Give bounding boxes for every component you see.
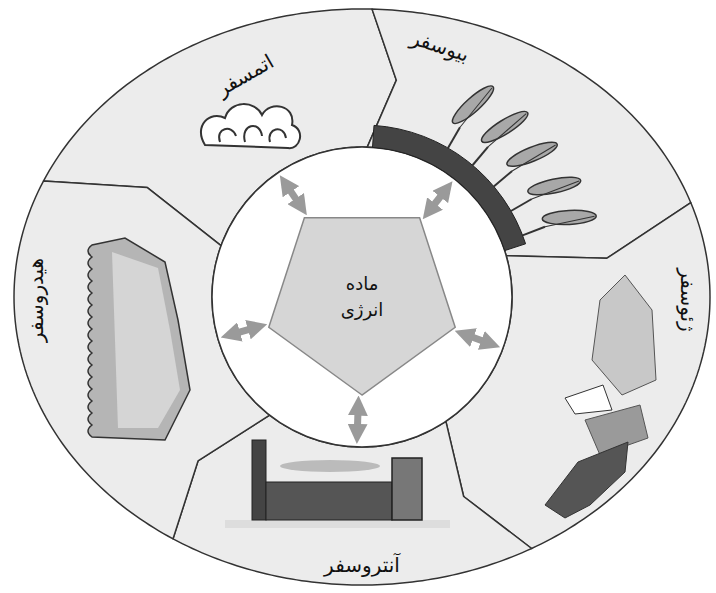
rock-layer [545,442,628,518]
leaf-rib [460,84,492,131]
sphere-label: هیدروسفر [21,252,51,348]
wheat-leaves [435,73,601,249]
leaf-stalk [448,127,460,148]
rock-layer [565,385,612,414]
sphere-ring [14,9,710,585]
sphere-name: آنتروسفر [323,552,401,578]
leaf-rib [532,174,579,206]
factory-icon [225,440,450,528]
cloud-icon [201,104,300,148]
double-arrow [468,336,487,343]
factory-hall [266,482,392,520]
sphere-name: هیدروسفر [23,257,49,343]
leaf-rib [545,209,595,234]
wheat-leaf [517,193,600,249]
water-surface [112,252,180,428]
double-arrow [234,328,254,334]
leaf-blade [448,81,497,128]
cloud-curl [244,126,262,142]
pentagon-outline [269,218,455,395]
sphere-name: ژئوسفر [675,268,701,333]
leaf-stalk [494,171,512,186]
double-arrow [354,410,362,430]
leaf-rib [512,139,555,177]
sphere-label: ژئوسفر [673,263,703,338]
sphere-name: اتمسفر [211,48,279,103]
leaf-blade [478,107,531,147]
ground-strip [225,520,450,528]
pentagon-body: ماده انرژی [262,197,462,397]
leaf-stalk [511,199,532,211]
chimney [252,440,266,520]
factory-block [392,458,422,520]
leaf-rib [488,109,526,152]
sphere-name: بیوسفر [407,24,474,68]
center-pentagon: ماده انرژی [262,197,462,397]
node-text: ماده انرژی [323,271,401,323]
leaf-stalk [473,147,488,165]
cloud-curl [219,129,236,142]
rock-layer [592,275,656,395]
sphere-label: اتمسفر [205,44,284,107]
sphere-label: بیوسفر [401,21,479,72]
water-body [88,238,190,440]
cloud-curl [269,129,286,142]
double-arrow [288,187,299,204]
inner-circle [212,147,512,447]
water-wave [88,238,190,440]
leaf-blade [526,174,582,199]
sphere-label: آنتروسفر [318,550,406,580]
double-arrow [431,192,444,208]
rock-layers [545,275,656,518]
leaf-blade [504,138,559,171]
cloud-outline [201,104,300,148]
leaf-stalk [523,227,545,236]
wheat-leaf [435,73,500,155]
pentagon-shape [262,197,462,397]
smoke-cloud [280,460,380,472]
